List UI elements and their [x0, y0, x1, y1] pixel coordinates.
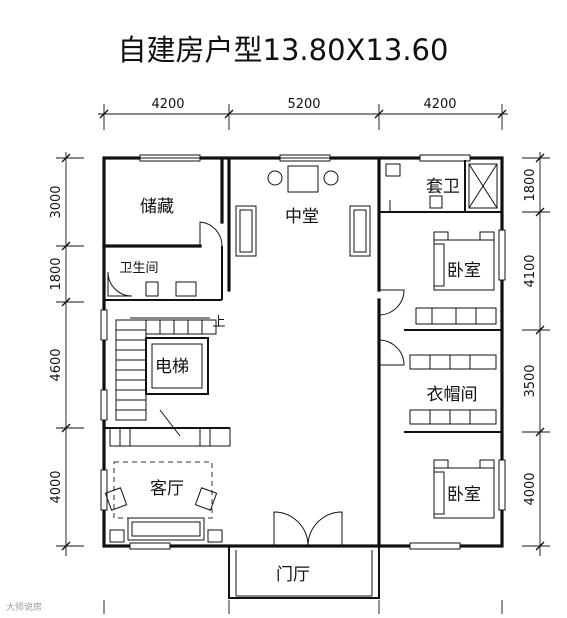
dim-right-1: 1800 — [523, 168, 538, 201]
interior-walls — [102, 158, 502, 548]
dim-left-2: 1800 — [49, 257, 64, 290]
hall-furniture — [235, 165, 371, 257]
right-dimension-chain: 1800 4100 3500 4000 — [522, 152, 550, 556]
dim-top-2: 5200 — [287, 97, 320, 112]
room-label-bedroom-1: 卧室 — [447, 261, 481, 281]
room-label-ensuite-bath: 套卫 — [426, 177, 460, 197]
dim-top-1: 4200 — [151, 97, 184, 112]
room-label-bathroom: 卫生间 — [119, 261, 158, 276]
room-label-entrance: 门厅 — [276, 565, 310, 585]
dim-left-4: 4000 — [49, 470, 64, 503]
doors — [199, 200, 405, 547]
dim-top-3: 4200 — [423, 97, 456, 112]
dim-right-4: 4000 — [523, 472, 538, 505]
room-label-living-room: 客厅 — [150, 479, 184, 499]
bedroom-1-furniture — [415, 231, 497, 325]
dim-left-3: 4600 — [49, 348, 64, 381]
bottom-axis-marks — [103, 600, 503, 614]
room-label-wardrobe: 衣帽间 — [427, 385, 478, 405]
room-label-bedroom-2: 卧室 — [447, 485, 481, 505]
left-dimension-chain: 3000 1800 4600 4000 — [49, 152, 84, 556]
plan-title: 自建房户型13.80X13.60 — [118, 33, 449, 67]
elevator — [145, 337, 209, 395]
dim-right-2: 4100 — [523, 254, 538, 287]
room-label-elevator: 电梯 — [155, 357, 189, 377]
top-dimension-chain: 4200 5200 4200 — [98, 97, 508, 130]
ensuite-fixtures — [385, 163, 498, 209]
bedroom-2-furniture — [433, 459, 495, 519]
dim-right-3: 3500 — [523, 364, 538, 397]
room-label-hall: 中堂 — [285, 207, 319, 227]
dim-left-1: 3000 — [49, 185, 64, 218]
wardrobe-furniture — [409, 354, 497, 425]
living-room-furniture — [104, 461, 223, 543]
stair-up-label: 上 — [212, 315, 225, 330]
watermark: 大师说房 — [6, 601, 42, 613]
stairs — [109, 317, 231, 447]
bathroom-fixtures — [107, 271, 197, 297]
windows — [100, 154, 506, 550]
room-label-storage: 储藏 — [140, 197, 174, 217]
entrance-porch — [228, 545, 380, 599]
